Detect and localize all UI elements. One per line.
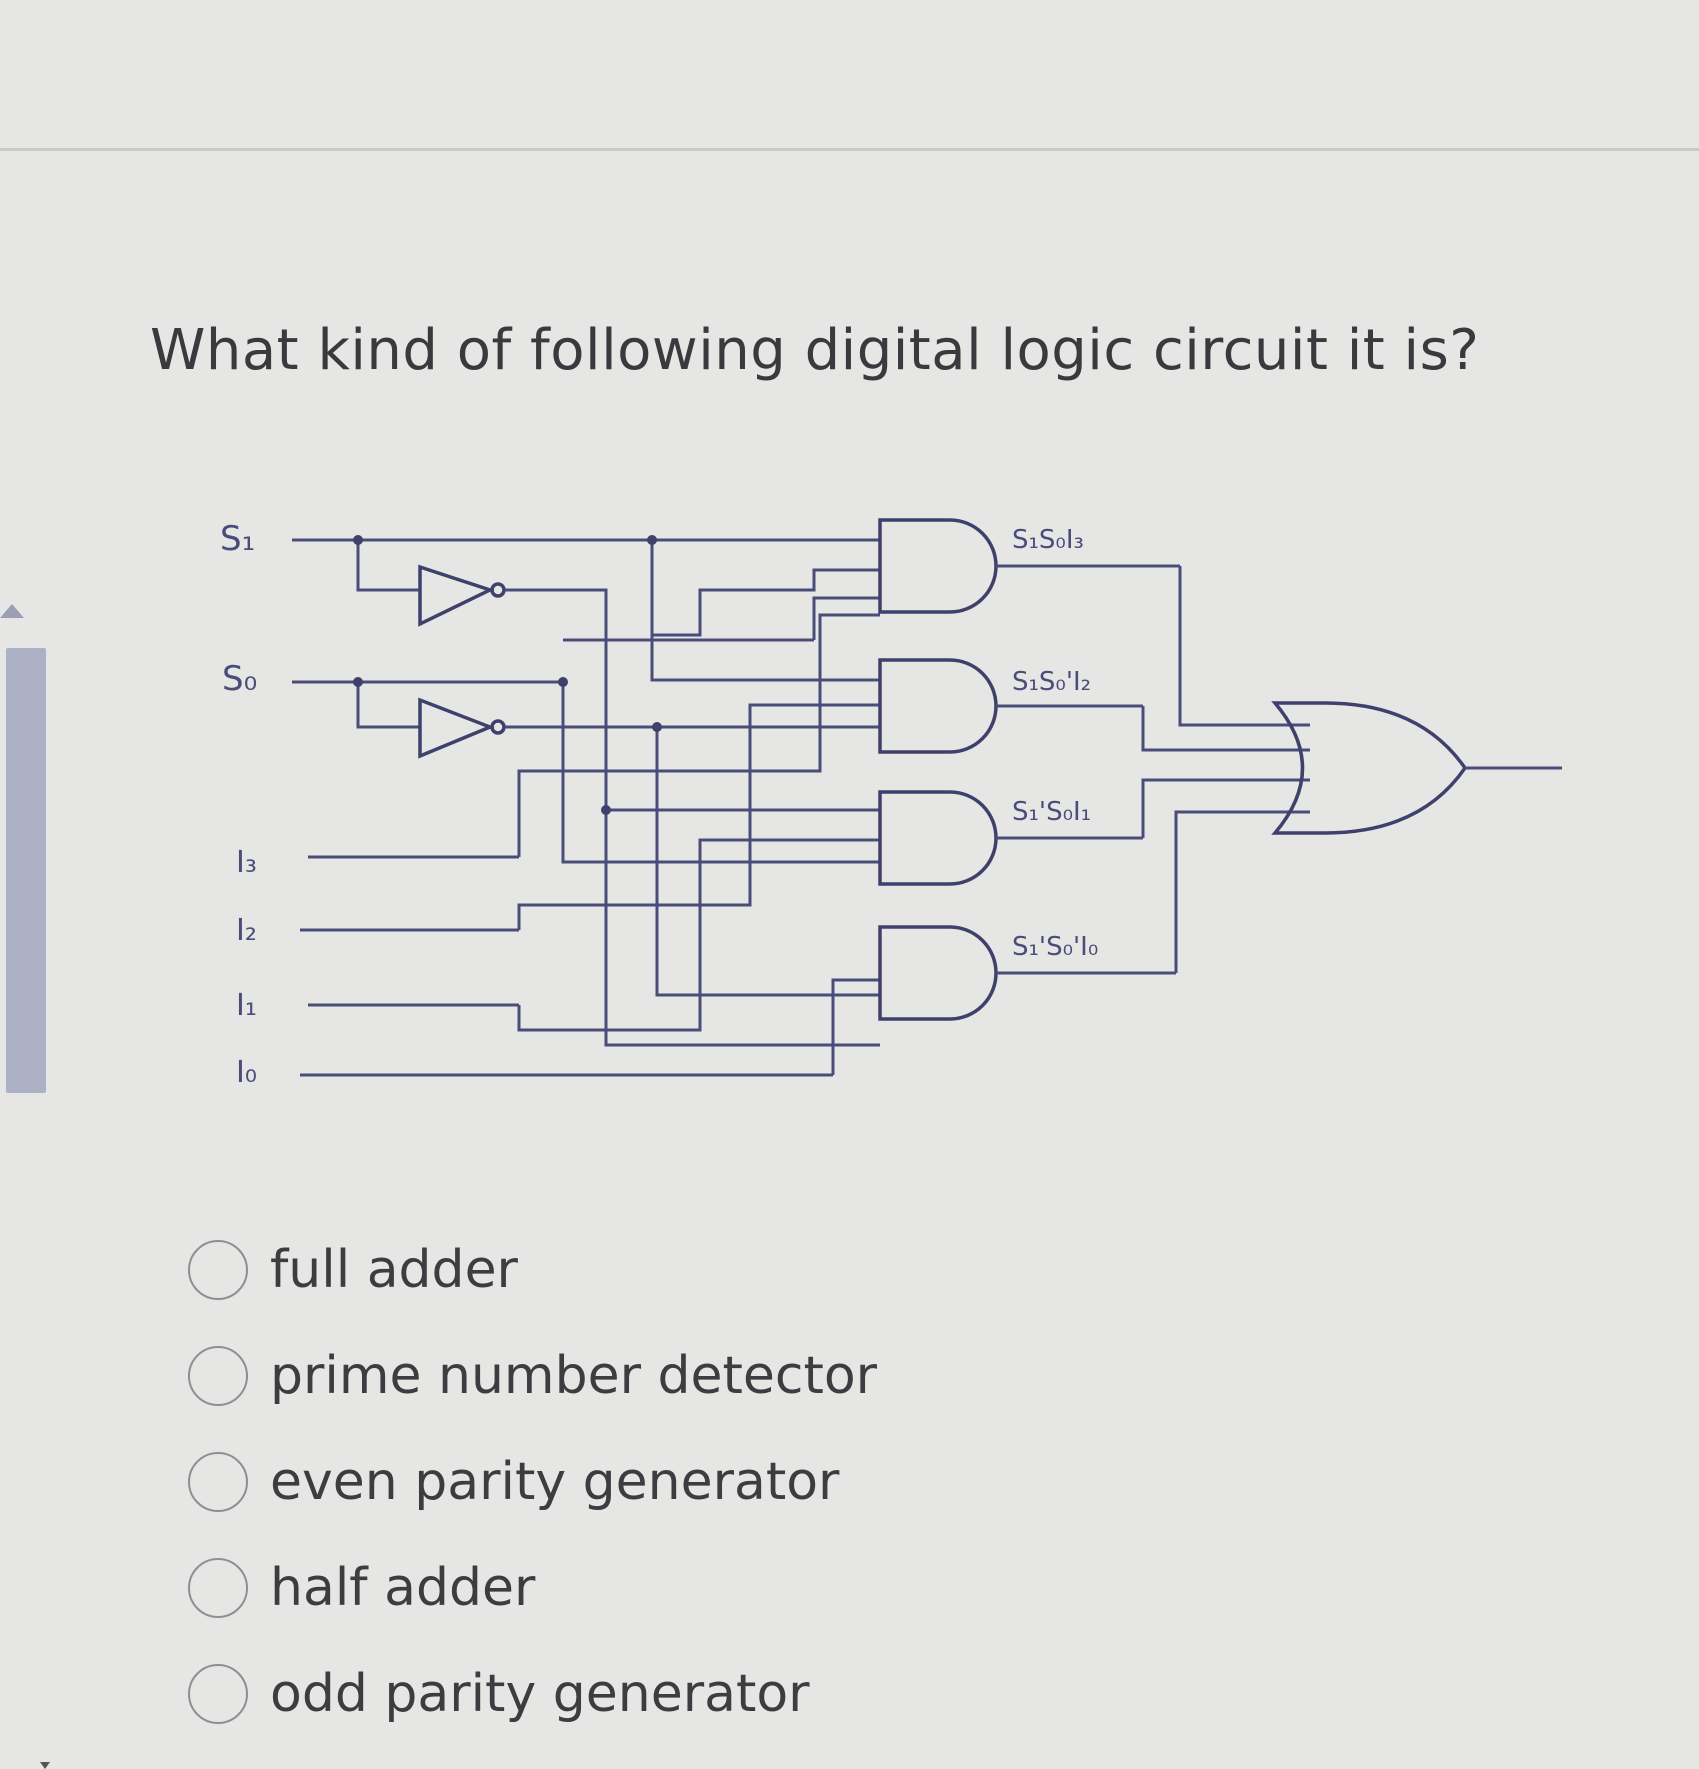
gate-output-label-1: S₁S₀I₃ xyxy=(1012,525,1084,555)
option-prime-number-detector[interactable]: prime number detector xyxy=(188,1346,877,1406)
option-label: half adder xyxy=(270,1558,536,1618)
option-even-parity-generator[interactable]: even parity generator xyxy=(188,1452,839,1512)
input-label-i2: I₂ xyxy=(236,913,257,948)
option-label: odd parity generator xyxy=(270,1664,810,1724)
gate-output-label-2: S₁S₀'I₂ xyxy=(1012,667,1091,697)
radio-button[interactable] xyxy=(188,1452,248,1512)
top-divider xyxy=(0,148,1699,151)
and-gate-1 xyxy=(878,518,1180,614)
radio-button[interactable] xyxy=(188,1346,248,1406)
or-input-wires xyxy=(1141,566,1310,973)
and-gate-4 xyxy=(878,925,1176,1021)
option-full-adder[interactable]: full adder xyxy=(188,1240,518,1300)
option-label: prime number detector xyxy=(270,1346,878,1406)
inverter-s1 xyxy=(356,540,506,627)
input-label-i1: I₁ xyxy=(236,988,257,1023)
option-half-adder[interactable]: half adder xyxy=(188,1558,535,1618)
scrollbar-thumb[interactable] xyxy=(6,648,46,1093)
gate-output-label-3: S₁'S₀I₁ xyxy=(1012,797,1091,827)
routing-wires xyxy=(505,540,880,1075)
question-text: What kind of following digital logic cir… xyxy=(150,318,1480,383)
option-label: full adder xyxy=(270,1240,518,1300)
radio-button[interactable] xyxy=(188,1240,248,1300)
and-gate-2 xyxy=(878,658,1143,754)
inverter-s0 xyxy=(356,682,506,759)
input-label-s1: S₁ xyxy=(220,519,255,559)
input-label-i3: I₃ xyxy=(236,845,257,880)
radio-button[interactable] xyxy=(188,1558,248,1618)
or-gate xyxy=(1271,701,1562,835)
option-odd-parity-generator[interactable]: odd parity generator xyxy=(188,1664,810,1724)
input-label-s0: S₀ xyxy=(222,659,257,699)
input-wires xyxy=(292,538,880,1077)
radio-button[interactable] xyxy=(188,1664,248,1724)
gate-output-label-4: S₁'S₀'I₀ xyxy=(1012,932,1098,962)
option-label: even parity generator xyxy=(270,1452,840,1512)
junction-dots xyxy=(353,535,662,815)
input-label-i0: I₀ xyxy=(236,1055,257,1090)
and-gate-3 xyxy=(878,790,1143,886)
scroll-up-arrow-icon[interactable] xyxy=(0,604,24,618)
